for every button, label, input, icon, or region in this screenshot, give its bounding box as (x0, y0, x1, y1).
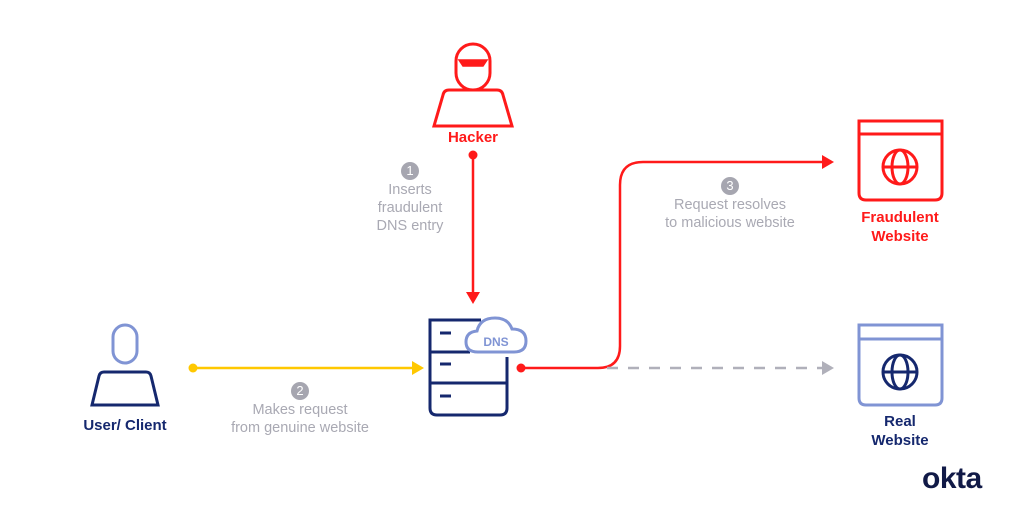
step-2-badge: 2 (291, 382, 309, 400)
step-1-annotation: 1 Inserts fraudulent DNS entry (355, 162, 465, 235)
fraudulent-website-label: Fraudulent Website (840, 208, 960, 246)
arrow-head (466, 292, 480, 304)
step-3-line-2: to malicious website (665, 215, 795, 231)
user-icon (90, 323, 160, 407)
hacker-label: Hacker (447, 129, 499, 146)
dns-to-real-dashed-arrow (607, 361, 834, 375)
hacker-to-dns-arrow (466, 150, 480, 304)
user-client-label: User/ Client (83, 417, 167, 434)
real-label-line-2: Website (871, 432, 929, 449)
arrow-head (822, 361, 834, 375)
step-1-line-1: Inserts (388, 182, 432, 198)
real-label-line-1: Real (884, 413, 916, 430)
step-3-line-1: Request resolves (673, 197, 787, 213)
arrow-head (822, 155, 834, 169)
step-3-badge: 3 (721, 177, 739, 195)
dns-to-fraudulent-arrow (516, 155, 834, 373)
step-1-line-3: DNS entry (376, 218, 444, 234)
step-2-line-2: from genuine website (231, 420, 369, 436)
step-2-annotation: 2 Makes request from genuine website (200, 382, 400, 437)
arrow-head (412, 361, 424, 375)
hacker-icon (432, 42, 514, 128)
real-browser-globe-icon (857, 323, 944, 407)
okta-logo: okta (922, 462, 982, 495)
dns-server-icon (428, 318, 509, 417)
fraudulent-label-line-2: Website (871, 228, 929, 245)
step-1-badge: 1 (401, 162, 419, 180)
step-2-line-1: Makes request (252, 402, 348, 418)
fraudulent-label-line-1: Fraudulent (861, 209, 939, 226)
fraudulent-browser-globe-icon (857, 119, 944, 202)
dns-badge-label: DNS (483, 335, 508, 349)
user-to-dns-arrow (188, 361, 424, 375)
step-3-annotation: 3 Request resolves to malicious website (630, 177, 830, 232)
dns-cloud-icon (464, 316, 528, 354)
real-website-label: Real Website (840, 412, 960, 450)
step-1-line-2: fraudulent (377, 200, 443, 216)
